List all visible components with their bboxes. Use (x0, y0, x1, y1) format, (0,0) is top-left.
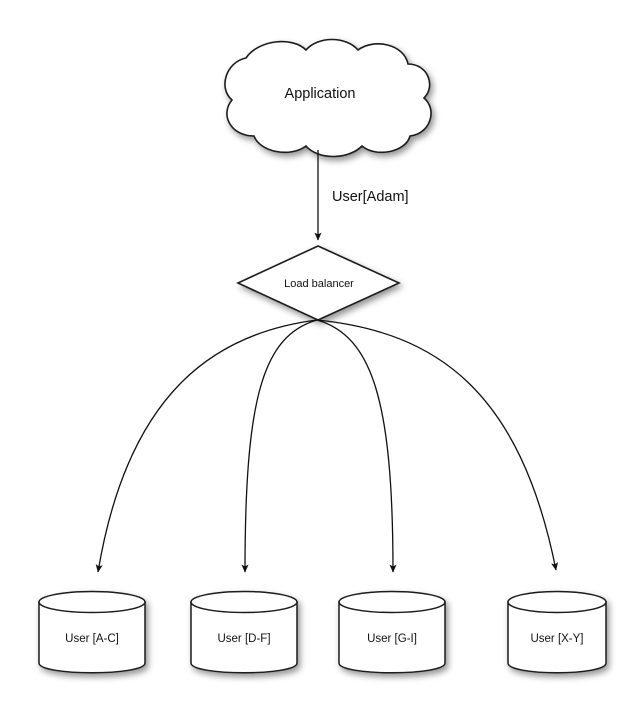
node-database-3[interactable]: User [G-I] (338, 590, 446, 674)
node-database-1[interactable]: User [A-C] (38, 590, 146, 674)
edge-app-to-balancer: User[Adam] (314, 150, 409, 241)
edge-balancer-to-db-3 (316, 319, 397, 573)
edge-balancer-to-db-2 (241, 319, 318, 573)
node-database-2[interactable]: User [D-F] (190, 590, 298, 674)
application-label: Application (285, 86, 356, 102)
database-3-label: User [G-I] (367, 633, 417, 645)
database-4-label: User [X-Y] (530, 633, 583, 645)
node-database-4[interactable]: User [X-Y] (507, 590, 607, 674)
edge-balancer-to-db-1 (95, 319, 318, 573)
edge-app-to-balancer-label: User[Adam] (332, 189, 409, 205)
load-balancer-label: Load balancer (284, 278, 354, 290)
database-2-label: User [D-F] (217, 633, 270, 645)
edge-balancer-to-db-4 (316, 319, 559, 571)
edge-fanout-group (95, 319, 559, 573)
database-1-label: User [A-C] (65, 633, 119, 645)
node-load-balancer-diamond[interactable]: Load balancer (236, 245, 401, 321)
node-application-cloud[interactable]: Application (224, 38, 432, 158)
